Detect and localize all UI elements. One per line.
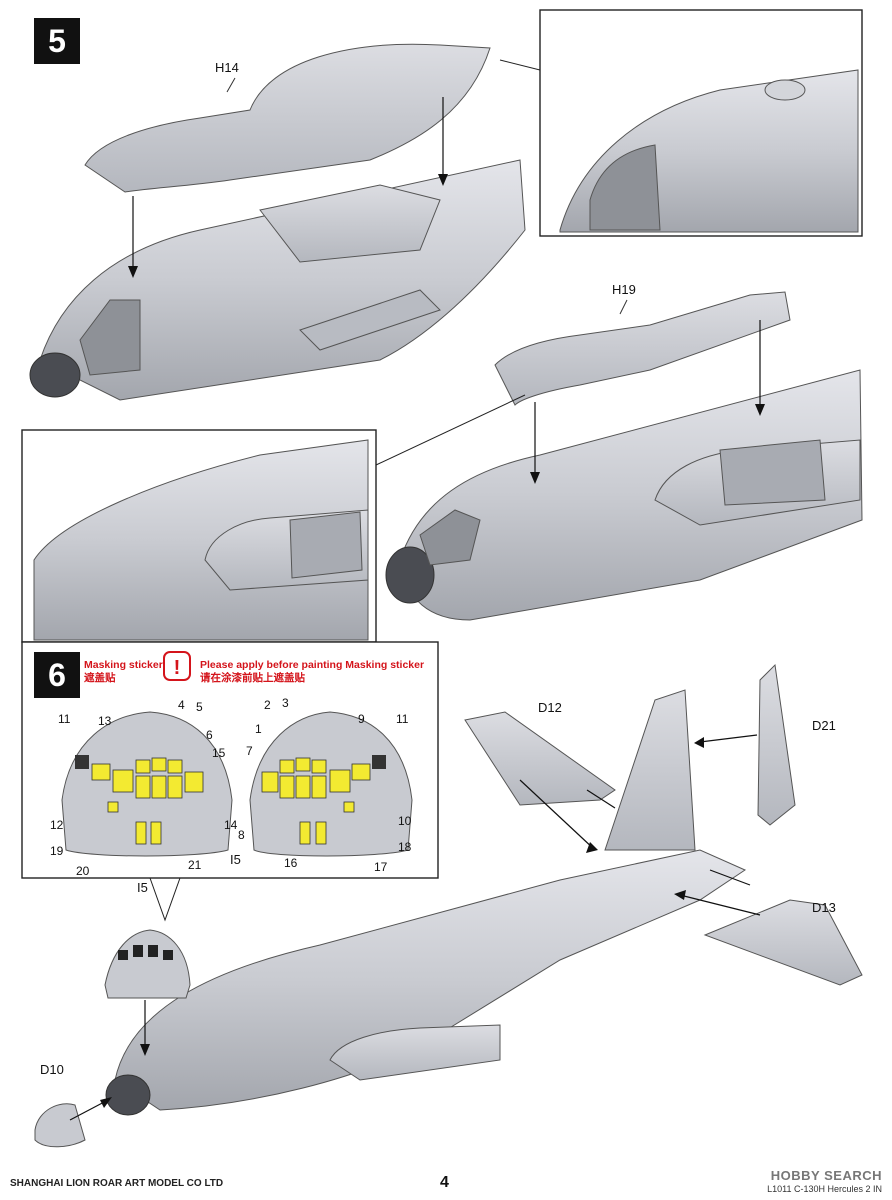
warning-icon <box>163 651 191 681</box>
step5-main-assembly <box>29 43 526 401</box>
mask-num: 4 <box>178 698 185 712</box>
mask-num: 3 <box>282 696 289 710</box>
mask-num: 11 <box>396 712 409 726</box>
svg-text:!: ! <box>174 657 181 679</box>
stabilizer-d12 <box>464 711 616 806</box>
mask-num: 9 <box>358 712 365 726</box>
part-label-h14: H14 <box>215 60 239 75</box>
step5-detail-1 <box>559 69 859 233</box>
mask-num: 13 <box>98 714 112 728</box>
part-label-h19: H19 <box>612 282 636 297</box>
step-6-badge: 6 <box>34 652 80 698</box>
mask-num: 21 <box>188 858 202 872</box>
mask-num: 14 <box>224 818 238 832</box>
step5-lower-assembly <box>385 291 863 621</box>
canopy-left-diagram <box>61 711 233 857</box>
canopy-i5 <box>104 929 191 999</box>
mask-num: 5 <box>196 700 203 714</box>
mask-num: 7 <box>246 744 253 758</box>
tail-fin <box>604 689 696 851</box>
part-label-i5-canopy: I5 <box>137 880 148 895</box>
masking-sticker-label: Masking sticker 遮盖贴 <box>84 659 163 685</box>
mask-num: 1 <box>255 722 262 736</box>
step6-main-assembly <box>34 663 863 1148</box>
rudder-d21 <box>757 663 796 826</box>
mask-num: 18 <box>398 840 412 854</box>
stabilizer-d13 <box>703 899 863 986</box>
masking-warning-text: Please apply before painting Masking sti… <box>200 659 425 685</box>
mask-num: 8 <box>238 828 245 842</box>
mask-num: 2 <box>264 698 271 712</box>
footer-product: L1011 C-130H Hercules 2 IN <box>767 1184 882 1194</box>
mask-num: 10 <box>398 814 412 828</box>
part-label-d13: D13 <box>812 900 836 915</box>
nose-d10 <box>34 1103 86 1148</box>
step5-detail-2 <box>33 439 369 641</box>
part-label-d21: D21 <box>812 718 836 733</box>
footer-page-number: 4 <box>440 1174 449 1191</box>
mask-num: 6 <box>206 728 213 742</box>
mask-num: 16 <box>284 856 298 870</box>
mask-num: 17 <box>374 860 388 874</box>
hobby-search-watermark: HOBBY SEARCH <box>770 1168 882 1183</box>
mask-num: 15 <box>212 746 226 760</box>
part-label-d12: D12 <box>538 700 562 715</box>
mask-num: 20 <box>76 864 90 878</box>
footer-company: SHANGHAI LION ROAR ART MODEL CO LTD <box>10 1178 224 1189</box>
step-5-badge: 5 <box>34 18 80 64</box>
mask-num: 11 <box>58 712 71 726</box>
part-label-d10: D10 <box>40 1062 64 1077</box>
part-label-i5-mask: I5 <box>230 852 241 867</box>
mask-num: 19 <box>50 844 64 858</box>
canopy-right-diagram <box>249 711 413 857</box>
mask-num: 12 <box>50 818 64 832</box>
